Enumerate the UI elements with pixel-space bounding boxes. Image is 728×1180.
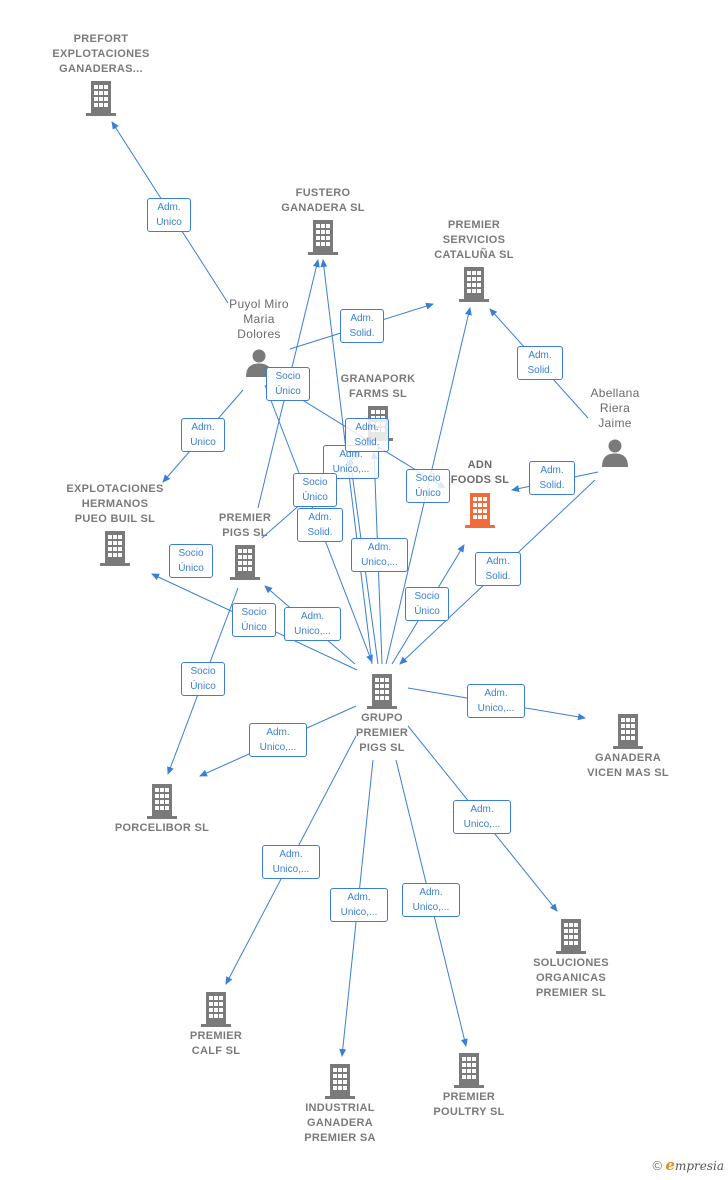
building-icon: [454, 1053, 484, 1088]
node-porcelibor[interactable]: PORCELIBOR SL: [92, 783, 232, 836]
brand-footer: © empresia: [652, 1156, 724, 1174]
edge-label[interactable]: Adm.Unico,...: [262, 845, 320, 879]
building-icon: [100, 531, 130, 566]
building-icon: [556, 919, 586, 954]
edge-label[interactable]: Adm.Unico,...: [453, 800, 511, 834]
edge-label[interactable]: Adm.Solid.: [517, 346, 563, 380]
building-icon: [325, 1064, 355, 1099]
building-icon-highlighted: [465, 493, 495, 528]
edge-label[interactable]: Adm.Unico,...: [402, 883, 460, 917]
building-icon: [613, 714, 643, 749]
building-icon: [147, 784, 177, 819]
edge-label[interactable]: Adm.Unico: [181, 418, 225, 452]
person-icon: [246, 349, 272, 377]
building-icon: [459, 267, 489, 302]
building-icon: [201, 992, 231, 1027]
building-icon: [230, 545, 260, 580]
edge-label[interactable]: Adm.Unico,...: [249, 723, 307, 757]
edge-label[interactable]: Adm.Solid.: [340, 309, 384, 343]
brand-logo[interactable]: empresia: [665, 1156, 724, 1174]
edge-label[interactable]: Adm.Unico,...: [330, 888, 388, 922]
edge-label[interactable]: Adm.Unico,...: [284, 607, 341, 641]
edge-label[interactable]: Adm.Solid.: [345, 418, 389, 452]
edge-label[interactable]: Adm.Solid.: [297, 508, 343, 542]
copyright-icon: ©: [652, 1158, 663, 1173]
edge-label[interactable]: Adm.Solid.: [475, 552, 521, 586]
edge-label[interactable]: Adm.Unico,...: [351, 538, 408, 572]
node-label: PORCELIBOR SL: [114, 822, 210, 834]
building-icon: [367, 674, 397, 709]
building-icon: [86, 81, 116, 116]
edge-label[interactable]: Adm.Solid.: [529, 461, 575, 495]
building-icon: [308, 220, 338, 255]
edge-label[interactable]: Adm.Unico: [147, 198, 191, 232]
edge-label[interactable]: Adm.Unico,...: [467, 684, 525, 718]
person-icon: [602, 439, 628, 467]
